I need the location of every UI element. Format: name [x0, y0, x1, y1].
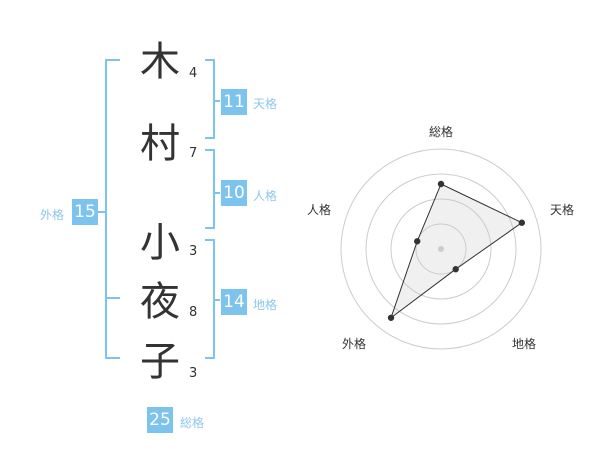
tenkaku-badge: 11 [221, 89, 247, 115]
radar-point-1 [437, 180, 445, 188]
radar-point-2 [518, 219, 526, 226]
gaikaku-badge: 15 [72, 199, 98, 225]
soukaku-label: 総格 [180, 416, 205, 430]
jinkaku-badge: 10 [221, 180, 247, 206]
radar-axis-label-chikaku: 地格 [512, 337, 537, 351]
gaikaku-label: 外格 [40, 208, 65, 222]
tenkaku-bracket [205, 59, 215, 139]
stroke-count-1: 4 [189, 66, 198, 81]
soukaku-badge: 25 [147, 407, 173, 433]
stroke-count-4: 8 [189, 305, 198, 320]
chikaku-badge: 14 [221, 289, 247, 315]
radar-ring-1 [415, 223, 467, 275]
radar-ring-2 [390, 198, 492, 300]
name-char-3: 小 [140, 220, 180, 266]
stroke-count-3: 3 [189, 244, 198, 259]
radar-ring-4 [340, 148, 542, 350]
stroke-count-2: 7 [189, 146, 198, 161]
gaikaku-bracket [105, 59, 120, 359]
radar-axis-label-gaikaku: 外格 [342, 337, 367, 351]
name-char-5: 子 [140, 339, 180, 385]
jinkaku-label: 人格 [253, 189, 278, 203]
radar-center-dot [438, 246, 444, 252]
name-char-1: 木 [140, 39, 180, 85]
radar-point-4 [387, 314, 395, 321]
stroke-count-5: 3 [189, 366, 198, 381]
tenkaku-label: 天格 [253, 97, 278, 111]
name-char-4: 夜 [140, 279, 180, 325]
radar-axis-label-tenkaku: 天格 [550, 203, 575, 217]
chikaku-label: 地格 [253, 298, 278, 312]
jinkaku-bracket [205, 149, 215, 229]
radar-point-5 [414, 238, 421, 245]
radar-ring-3 [365, 173, 517, 325]
radar-axis-label-soukaku: 総格 [429, 125, 454, 139]
radar-point-3 [452, 266, 459, 273]
radar-axis-label-jinkaku: 人格 [307, 203, 332, 217]
radar-polygon [390, 183, 523, 320]
name-char-2: 村 [140, 121, 180, 167]
